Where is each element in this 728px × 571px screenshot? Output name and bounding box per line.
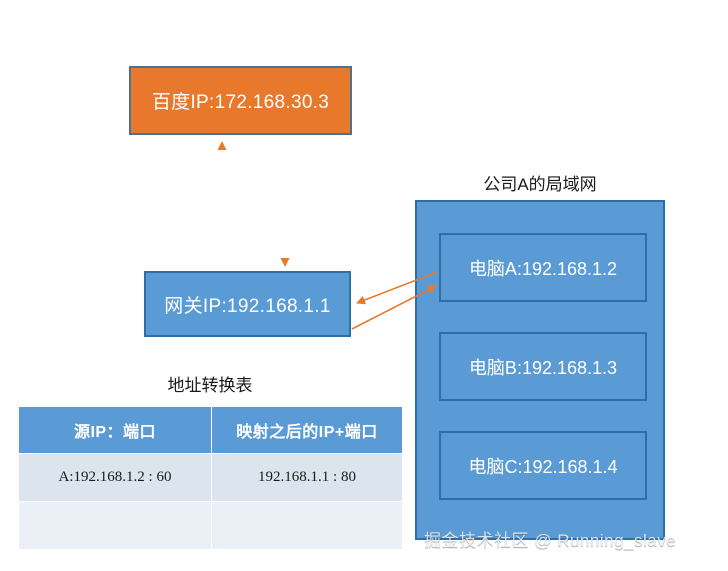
table-row (18, 501, 403, 550)
node-computer-a: 电脑A:192.168.1.2 (439, 233, 647, 302)
nat-table-header-source-ip-port: 源IP：端口 (18, 406, 212, 454)
node-computer-b: 电脑B:192.168.1.3 (439, 332, 647, 401)
node-internet-host: 百度IP:172.168.30.3 (129, 66, 352, 135)
node-computer-b-label: 电脑B:192.168.1.3 (468, 357, 618, 378)
nat-table-header-mapped-ip-port: 映射之后的IP+端口 (211, 406, 403, 454)
nat-cell-mapped-1 (211, 501, 403, 550)
nat-table-header-row: 源IP：端口 映射之后的IP+端口 (18, 406, 403, 454)
lan-container: 电脑A:192.168.1.2 电脑B:192.168.1.3 电脑C:192.… (415, 200, 665, 540)
nat-cell-mapped-0: 192.168.1.1 : 80 (211, 453, 403, 502)
node-computer-a-label: 电脑A:192.168.1.2 (468, 258, 618, 279)
node-computer-c-label: 电脑C:192.168.1.4 (468, 456, 618, 477)
nat-table: 源IP：端口 映射之后的IP+端口 A:192.168.1.2 : 60 192… (18, 406, 403, 550)
nat-table-title: 地址转换表 (167, 376, 253, 395)
lan-title: 公司A的局域网 (483, 175, 597, 194)
nat-cell-source-0: A:192.168.1.2 : 60 (18, 453, 212, 502)
node-gateway: 网关IP:192.168.1.1 (144, 271, 351, 337)
node-gateway-label: 网关IP:192.168.1.1 (164, 295, 331, 317)
nat-cell-source-1 (18, 501, 212, 550)
node-computer-c: 电脑C:192.168.1.4 (439, 431, 647, 500)
watermark: 掘金技术社区 @ Running_slave (424, 531, 677, 550)
node-internet-host-label: 百度IP:172.168.30.3 (151, 92, 330, 113)
table-row: A:192.168.1.2 : 60 192.168.1.1 : 80 (18, 453, 403, 502)
